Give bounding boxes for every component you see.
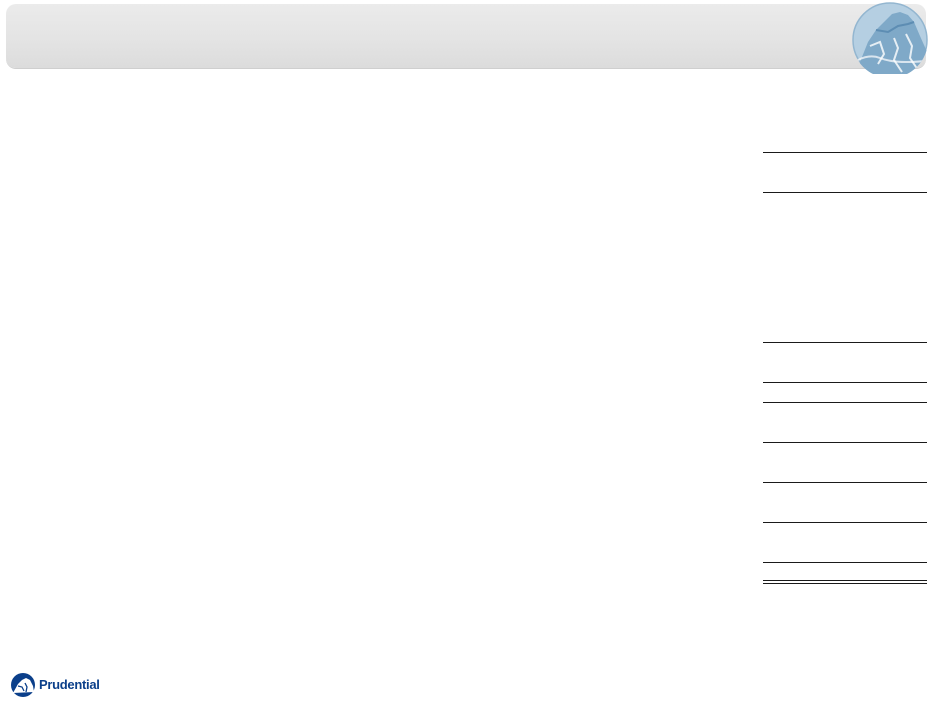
table-rule (763, 382, 927, 383)
table-total-double-rule (763, 580, 927, 584)
prudential-logo: Prudential (10, 671, 100, 699)
header-bar (6, 4, 926, 68)
table-rule (763, 482, 927, 483)
table-rule (763, 402, 927, 403)
table-rule (763, 442, 927, 443)
table-rule (763, 562, 927, 563)
prudential-rock-icon (11, 673, 35, 697)
table-rule (763, 522, 927, 523)
rock-of-gibraltar-icon (852, 2, 928, 74)
table-rule (763, 342, 927, 343)
table-rule (763, 192, 927, 193)
table-rule (763, 152, 927, 153)
financial-table-rules (763, 0, 927, 600)
logo-wordmark: Prudential (39, 677, 100, 692)
